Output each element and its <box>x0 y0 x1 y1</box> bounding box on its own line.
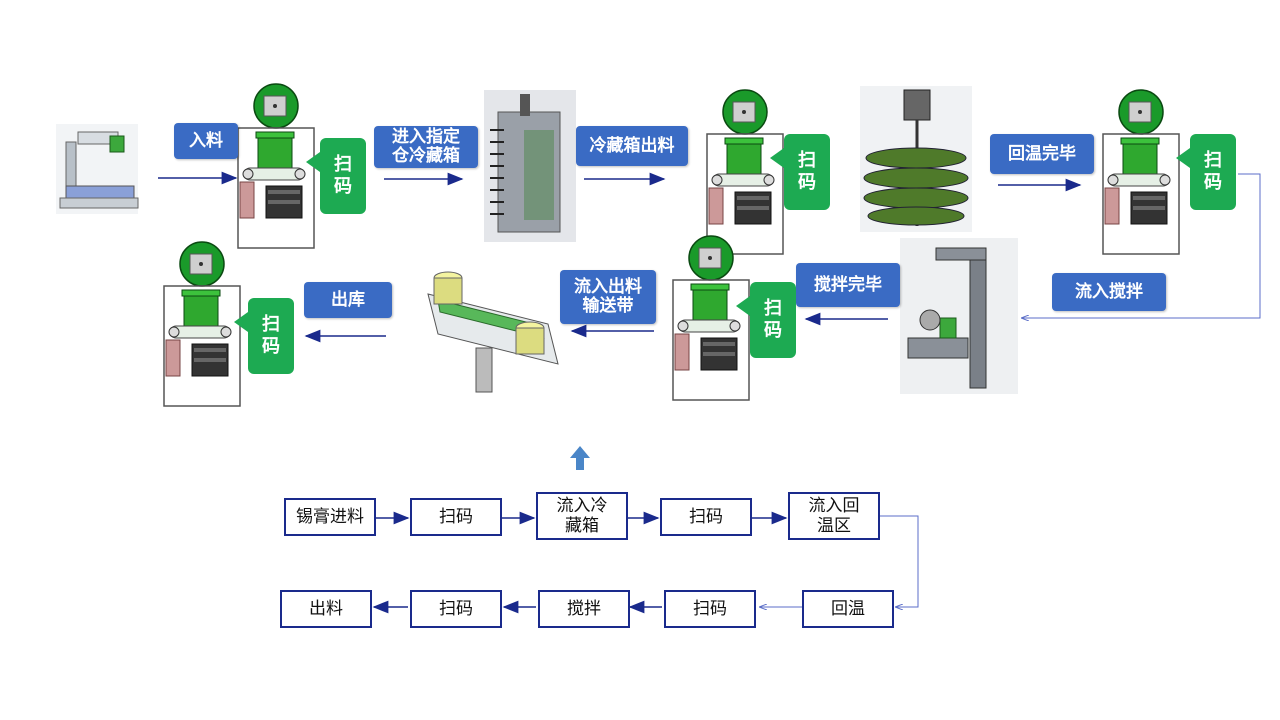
flow-box-scan-3: 扫码 <box>664 590 756 628</box>
intake-machine <box>56 124 139 214</box>
flow-box-output: 出料 <box>280 590 372 628</box>
scan-tag-5: 扫 码 <box>234 298 294 374</box>
scanner-4 <box>672 235 750 401</box>
label-warm-done: 回温完毕 <box>990 134 1094 174</box>
flow-box-scan-1: 扫码 <box>410 498 502 536</box>
label-stir-done: 搅拌完毕 <box>796 263 900 307</box>
scanner-3 <box>1102 89 1180 255</box>
flow-box-scan-4: 扫码 <box>410 590 502 628</box>
flow-box-stir: 搅拌 <box>538 590 630 628</box>
flow-box-into-fridge: 流入冷 藏箱 <box>536 492 628 540</box>
scan-tag-4: 扫 码 <box>736 282 796 358</box>
scan-tag-1: 扫 码 <box>306 138 366 214</box>
flow-box-paste-intake: 锡膏进料 <box>284 498 376 536</box>
flow-box-scan-2: 扫码 <box>660 498 752 536</box>
label-intake: 入料 <box>174 123 238 159</box>
warming-carousel <box>860 86 972 232</box>
scanner-2 <box>706 89 784 255</box>
stirring-machine <box>900 238 1018 394</box>
label-flow-stir: 流入搅拌 <box>1052 273 1166 311</box>
scanner-5 <box>163 241 241 407</box>
label-enter-fridge: 进入指定 仓冷藏箱 <box>374 126 478 168</box>
label-flow-conveyor: 流入出料 输送带 <box>560 270 656 324</box>
fridge-cabinet <box>484 90 576 242</box>
up-arrow <box>570 446 590 470</box>
scan-tag-3: 扫 码 <box>1176 134 1236 210</box>
flow-box-into-warming: 流入回 温区 <box>788 492 880 540</box>
outbound-conveyor <box>427 271 559 393</box>
label-fridge-out: 冷藏箱出料 <box>576 126 688 166</box>
label-outbound: 出库 <box>304 282 392 318</box>
scan-tag-2: 扫 码 <box>770 134 830 210</box>
flow-box-warming: 回温 <box>802 590 894 628</box>
scanner-1 <box>237 83 315 249</box>
